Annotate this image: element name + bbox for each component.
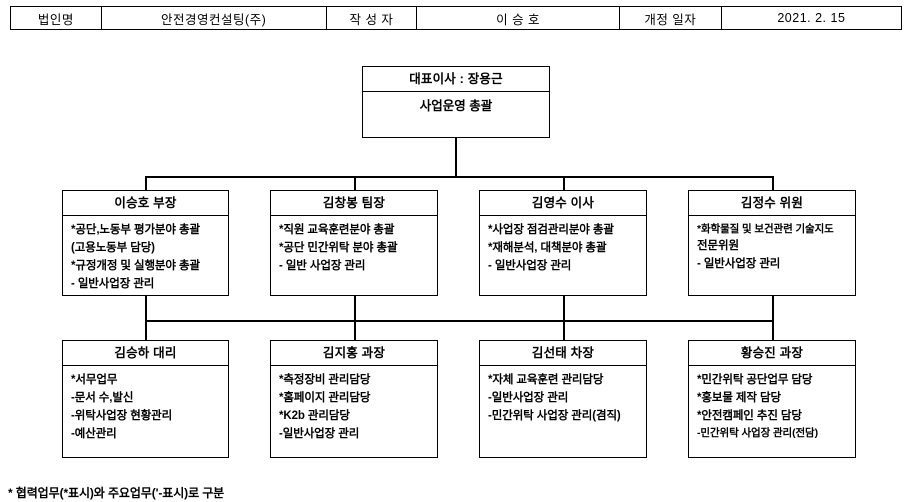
org-node-line: *재해분석, 대책분야 총괄 xyxy=(488,241,607,254)
connector-drop-mgr4 xyxy=(772,176,774,190)
org-node-stf1: 김승하 대리 *서무업무 -문서 수,발신 -위탁사업장 현황관리 -예산관리 xyxy=(62,340,229,458)
document-header-table: 법인명 안전경영컨설팅(주) 작 성 자 이 승 호 개정 일자 2021. 2… xyxy=(10,6,903,30)
org-node-stf3: 김선태 차장 *자체 교육훈련 관리담당 -일반사업장 관리 -민간위탁 사업장… xyxy=(479,340,647,458)
org-node-line: *공단,노동부 평가분야 총괄 xyxy=(71,223,200,236)
org-node-ceo-subtitle: 사업운영 총괄 xyxy=(419,98,493,113)
org-node-line: -문서 수,발신 xyxy=(71,391,134,404)
org-node-stf4-title: 황승진 과장 xyxy=(740,346,804,360)
connector-drop-stf3 xyxy=(563,320,565,340)
header-value-company: 안전경영컨설팅(주) xyxy=(100,6,327,30)
connector-ceo-stem xyxy=(455,138,457,176)
org-node-ceo-title: 대표이사 : 장용근 xyxy=(409,72,503,86)
org-node-mgr4-body: *화학물질 및 보건관련 기술지도 전문위원 - 일반사업장 관리 xyxy=(689,216,855,278)
org-node-line: (고용노동부 담당) xyxy=(71,241,155,254)
connector-drop-mgr2 xyxy=(354,176,356,190)
org-node-line: 전문위원 xyxy=(697,240,739,253)
divider xyxy=(689,364,855,366)
divider xyxy=(363,90,549,92)
org-node-mgr2-title: 김창봉 팀장 xyxy=(322,196,386,210)
org-node-stf1-body: *서무업무 -문서 수,발신 -위탁사업장 현황관리 -예산관리 xyxy=(63,366,228,448)
org-node-mgr1-title: 이승호 부장 xyxy=(114,196,177,210)
org-node-mgr1-body: *공단,노동부 평가분야 총괄 (고용노동부 담당) *규정개정 및 실행분야 … xyxy=(63,216,228,298)
divider xyxy=(480,364,646,366)
org-node-mgr3: 김영수 이사 *사업장 점검관리분야 총괄 *재해분석, 대책분야 총괄 - 일… xyxy=(479,190,647,296)
org-node-line: -위탁사업장 현황관리 xyxy=(71,409,173,422)
org-node-line: *사업장 점검관리분야 총괄 xyxy=(488,223,614,236)
org-node-line: - 일반사업장 관리 xyxy=(697,258,781,271)
org-node-mgr4-title: 김정수 위원 xyxy=(740,196,804,210)
org-node-mgr2-body: *직원 교육훈련분야 총괄 *공단 민간위탁 분야 총괄 - 일반 사업장 관리 xyxy=(271,216,437,279)
org-node-line: -민간위탁 사업장 관리(겸직) xyxy=(488,409,621,422)
org-node-line: *홈페이지 관리담당 xyxy=(279,391,371,404)
org-node-line: -일반사업장 관리 xyxy=(488,391,569,404)
org-node-line: *민간위탁 공단업무 담당 xyxy=(697,373,813,386)
divider xyxy=(271,214,437,216)
divider xyxy=(63,214,228,216)
org-node-line: -일반사업장 관리 xyxy=(279,427,360,440)
org-node-line: *규정개정 및 실행분야 총괄 xyxy=(71,259,200,272)
header-label-company: 법인명 xyxy=(10,6,102,30)
org-node-stf4: 황승진 과장 *민간위탁 공단업무 담당 *홍보물 제작 담당 *안전캠페인 추… xyxy=(688,340,856,458)
org-node-stf3-title: 김선태 차장 xyxy=(531,346,595,360)
divider xyxy=(63,364,228,366)
org-node-line: *서무업무 xyxy=(71,373,118,386)
table-row: 법인명 안전경영컨설팅(주) 작 성 자 이 승 호 개정 일자 2021. 2… xyxy=(10,6,903,30)
org-node-line: *공단 민간위탁 분야 총괄 xyxy=(279,241,398,254)
connector-level1-bus xyxy=(145,176,772,178)
org-node-line: - 일반사업장 관리 xyxy=(71,277,155,290)
connector-drop-mgr3 xyxy=(563,176,565,190)
header-value-revision-date: 2021. 2. 15 xyxy=(720,6,903,30)
connector-drop-stf1 xyxy=(145,320,147,340)
org-node-stf2-body: *측정장비 관리담당 *홈페이지 관리담당 *K2b 관리담당 -일반사업장 관… xyxy=(271,366,437,448)
connector-mgr2-down xyxy=(354,296,356,320)
divider xyxy=(271,364,437,366)
connector-drop-stf2 xyxy=(354,320,356,340)
org-node-ceo: 대표이사 : 장용근 사업운영 총괄 xyxy=(362,66,550,138)
footnote: * 협력업무(*표시)와 주요업무('-표시)로 구분 xyxy=(8,486,225,500)
org-node-mgr2: 김창봉 팀장 *직원 교육훈련분야 총괄 *공단 민간위탁 분야 총괄 - 일반… xyxy=(270,190,438,296)
connector-drop-mgr1 xyxy=(145,176,147,190)
org-node-line: *K2b 관리담당 xyxy=(279,409,350,422)
org-node-stf2: 김지홍 과장 *측정장비 관리담당 *홈페이지 관리담당 *K2b 관리담당 -… xyxy=(270,340,438,458)
org-node-stf1-title: 김승하 대리 xyxy=(114,346,177,360)
org-node-line: *측정장비 관리담당 xyxy=(279,373,371,386)
org-node-line: - 일반사업장 관리 xyxy=(488,259,572,272)
connector-level2-bus xyxy=(145,320,772,322)
divider xyxy=(689,214,855,216)
org-node-line: - 일반 사업장 관리 xyxy=(279,259,366,272)
connector-mgr1-down xyxy=(145,296,147,320)
org-node-line: *직원 교육훈련분야 총괄 xyxy=(279,223,395,236)
connector-mgr4-down xyxy=(772,296,774,320)
org-node-line: -민간위탁 사업장 관리(전담) xyxy=(697,426,818,439)
org-node-stf3-body: *자체 교육훈련 관리담당 -일반사업장 관리 -민간위탁 사업장 관리(겸직) xyxy=(480,366,646,429)
org-node-mgr3-title: 김영수 이사 xyxy=(531,196,595,210)
org-node-mgr4: 김정수 위원 *화학물질 및 보건관련 기술지도 전문위원 - 일반사업장 관리 xyxy=(688,190,856,296)
org-node-line: *화학물질 및 보건관련 기술지도 xyxy=(697,222,834,235)
org-node-mgr3-body: *사업장 점검관리분야 총괄 *재해분석, 대책분야 총괄 - 일반사업장 관리 xyxy=(480,216,646,279)
org-node-line: *안전캠페인 추진 담당 xyxy=(697,409,802,422)
org-node-stf2-title: 김지홍 과장 xyxy=(322,346,386,360)
header-value-author: 이 승 호 xyxy=(416,6,620,30)
connector-drop-stf4 xyxy=(772,320,774,340)
divider xyxy=(480,214,646,216)
org-node-line: -예산관리 xyxy=(71,427,117,440)
org-node-line: *자체 교육훈련 관리담당 xyxy=(488,373,604,386)
connector-mgr3-down xyxy=(563,296,565,320)
org-node-line: *홍보물 제작 담당 xyxy=(697,391,781,404)
org-node-stf4-body: *민간위탁 공단업무 담당 *홍보물 제작 담당 *안전캠페인 추진 담당 -민… xyxy=(689,366,855,446)
org-node-mgr1: 이승호 부장 *공단,노동부 평가분야 총괄 (고용노동부 담당) *규정개정 … xyxy=(62,190,229,296)
